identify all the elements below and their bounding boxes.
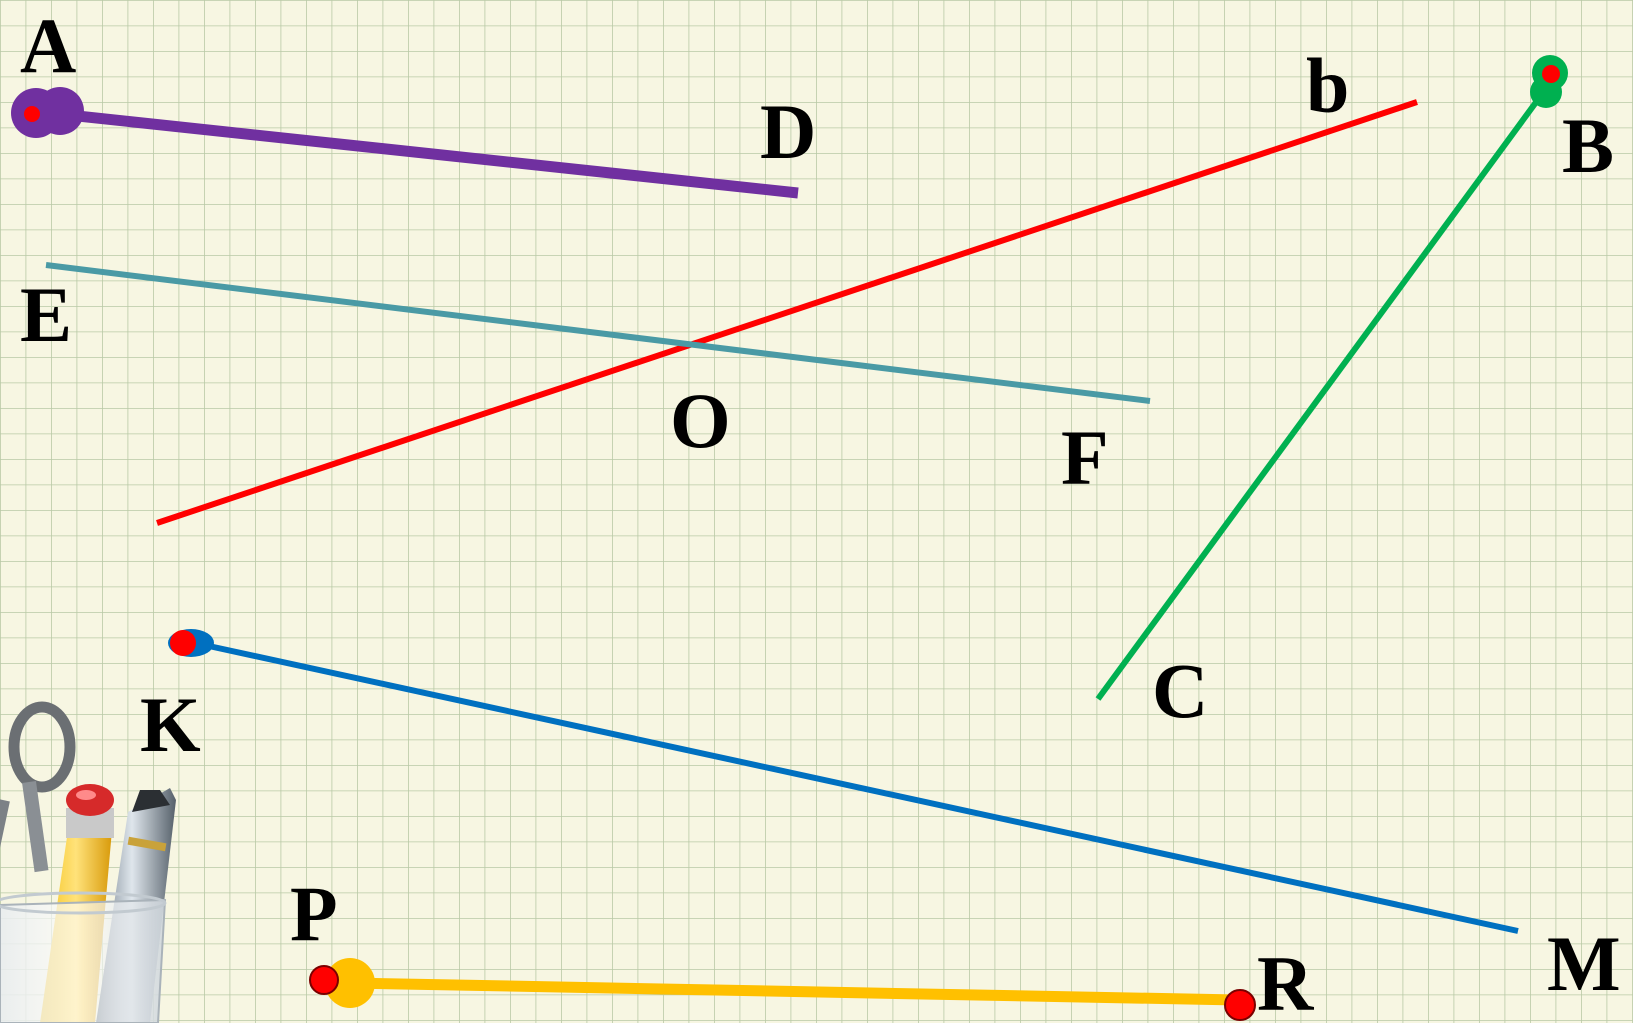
segment-ad — [11, 87, 799, 199]
label-a: A — [20, 2, 76, 89]
label-m: M — [1547, 920, 1621, 1007]
label-b-line: b — [1306, 42, 1349, 129]
point-k-dot — [170, 630, 196, 656]
segment-bc — [1095, 55, 1568, 701]
segment-ef — [45, 262, 1151, 404]
label-f: F — [1061, 414, 1109, 501]
point-p-dot — [309, 965, 339, 995]
label-k: K — [140, 681, 201, 768]
point-a-dot — [24, 106, 40, 122]
label-e: E — [20, 271, 72, 358]
label-p: P — [290, 870, 338, 957]
label-o: O — [670, 377, 731, 464]
segment-km — [168, 629, 1519, 934]
label-c: C — [1152, 647, 1208, 734]
segment-pr — [309, 958, 1256, 1021]
point-r-dot — [1224, 989, 1256, 1021]
line-b — [156, 99, 1418, 526]
stationery-cup-icon — [0, 701, 176, 1023]
point-b-dot — [1542, 65, 1560, 83]
label-r: R — [1257, 940, 1315, 1023]
label-b: B — [1562, 102, 1614, 189]
label-d: D — [760, 88, 816, 175]
